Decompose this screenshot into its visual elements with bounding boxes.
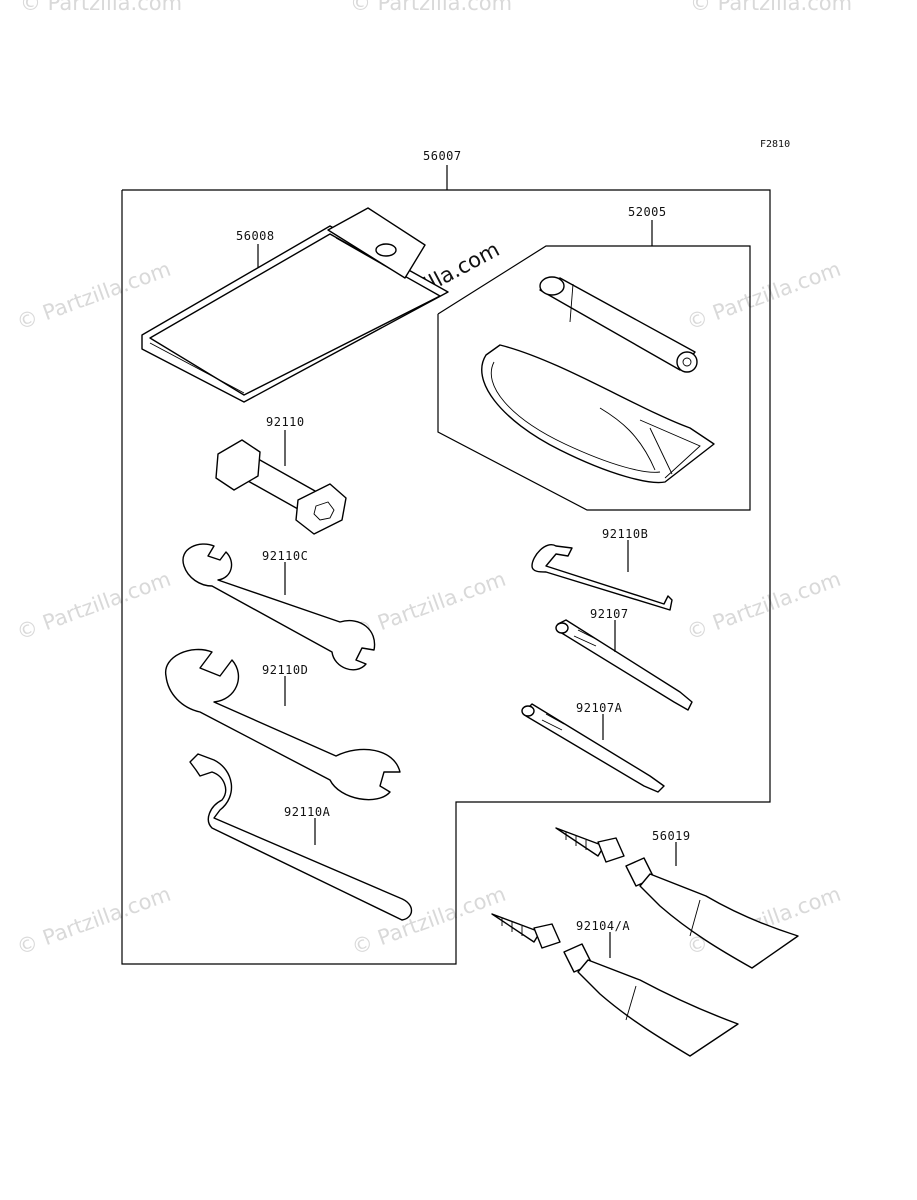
callout-92107A[interactable]: 92107A [576, 701, 623, 715]
callout-56007[interactable]: 56007 [423, 149, 462, 163]
screwdriver-92107a[interactable] [521, 703, 665, 793]
repair-tool-tube[interactable] [539, 276, 698, 373]
grease-tube-92104a[interactable] [491, 913, 739, 1057]
watermark: © Partzilla.com [690, 0, 852, 15]
wrench-92110c[interactable] [182, 543, 376, 671]
watermark: © Partzilla.com [20, 0, 182, 15]
plug-wrench-92110[interactable] [215, 439, 347, 535]
watermark: © Partzilla.com [684, 257, 844, 335]
tool-pouch-56008[interactable] [141, 207, 449, 403]
kit-outline [121, 189, 771, 965]
callout-92110C[interactable]: 92110C [262, 549, 308, 563]
wrench-92110d[interactable] [165, 648, 401, 801]
callout-56019[interactable]: 56019 [652, 829, 691, 843]
watermark: © Partzilla.com [14, 567, 174, 645]
callout-52005[interactable]: 52005 [628, 205, 667, 219]
callout-92110B[interactable]: 92110B [602, 527, 648, 541]
grease-tube-56019[interactable] [555, 827, 799, 969]
callout-92110D[interactable]: 92110D [262, 663, 308, 677]
watermark-group: © Partzilla.com © Partzilla.com © Partzi… [14, 0, 853, 960]
callout-92110[interactable]: 92110 [266, 415, 305, 429]
hex-key-92110b[interactable] [531, 544, 673, 611]
callout-92110A[interactable]: 92110A [284, 805, 331, 819]
callout-92104-A[interactable]: 92104/A [576, 919, 630, 933]
callout-92107[interactable]: 92107 [590, 607, 629, 621]
spanner-92110a[interactable] [189, 753, 413, 921]
watermark: © Partzilla.com [350, 0, 512, 15]
callout-56008[interactable]: 56008 [236, 229, 275, 243]
watermark: © Partzilla.com [684, 567, 844, 645]
figure-code: F2810 [760, 139, 790, 150]
repair-patch-bag[interactable] [481, 344, 715, 484]
watermark: © Partzilla.com [14, 882, 174, 960]
watermark: © Partzilla.com [14, 257, 174, 335]
repair-kit-outline [437, 245, 751, 511]
screwdriver-92107[interactable] [555, 619, 693, 711]
